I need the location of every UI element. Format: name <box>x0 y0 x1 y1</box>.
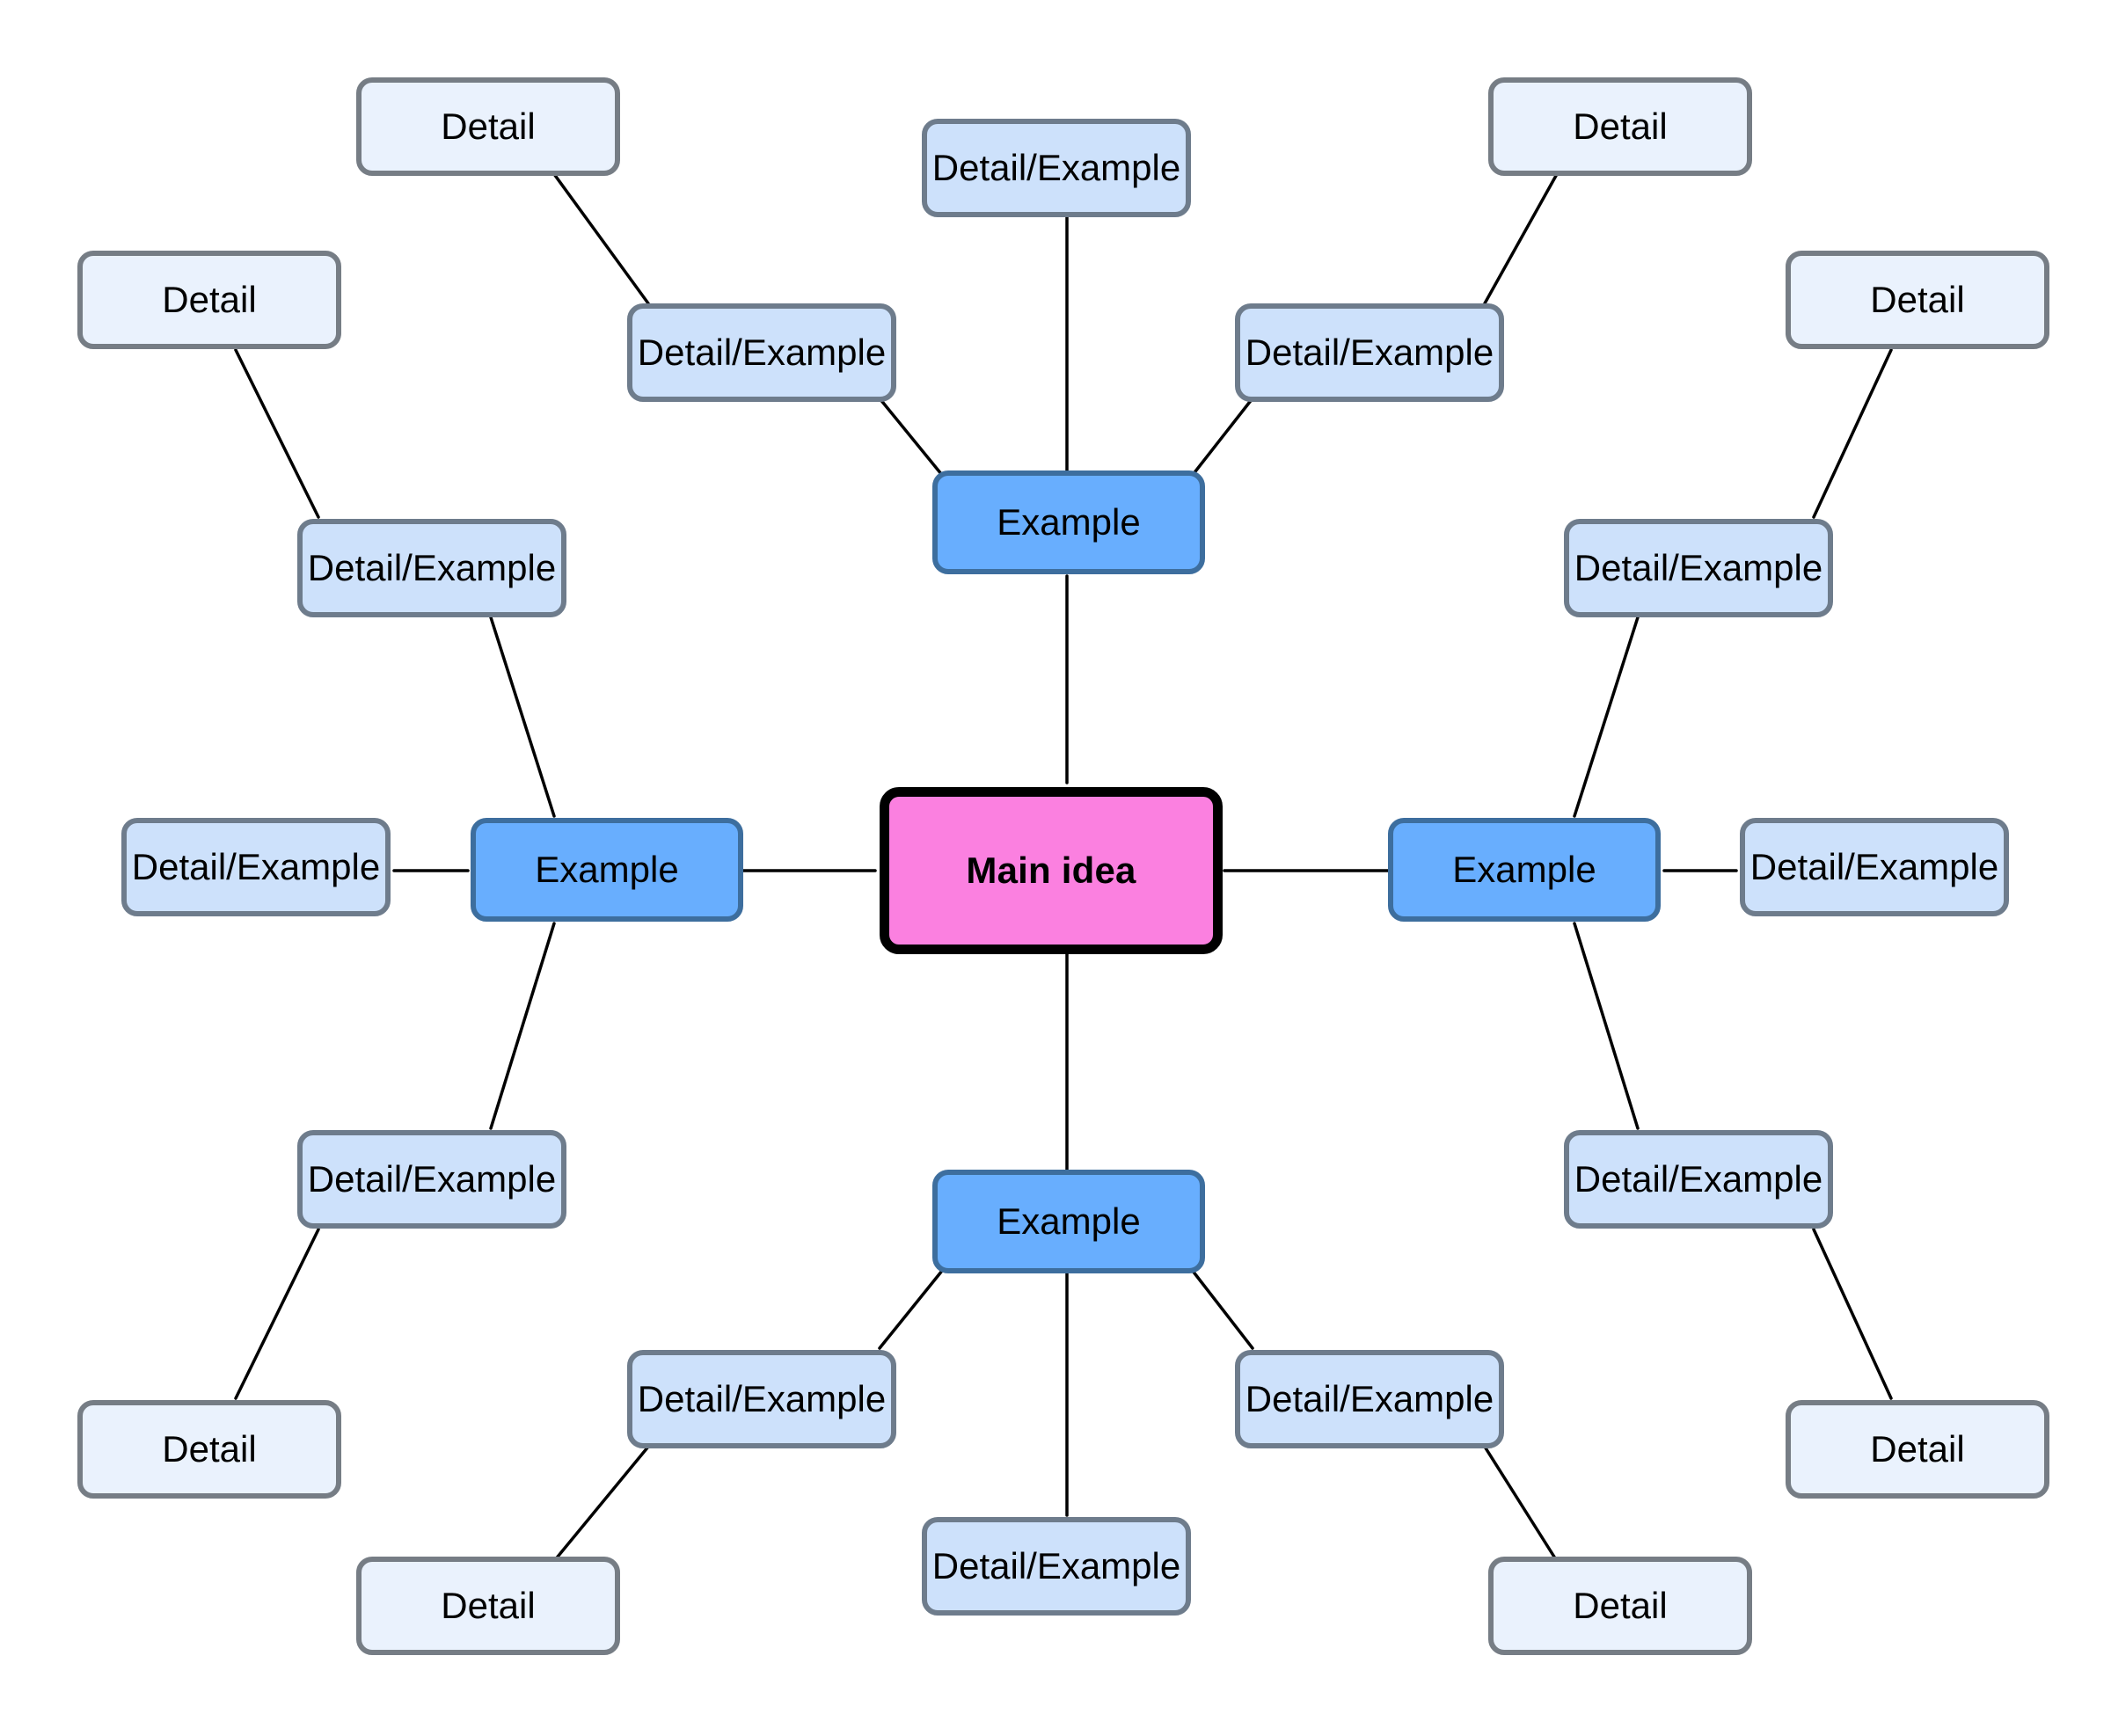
edge-de_left_up-to-d_left_up <box>234 348 320 519</box>
node-de_right_up[interactable]: Detail/Example <box>1564 519 1833 617</box>
edge-ex_top-to-de_top_r <box>1187 397 1254 481</box>
node-ex_left[interactable]: Example <box>471 818 743 922</box>
node-de_top_r[interactable]: Detail/Example <box>1235 303 1504 402</box>
node-de_right_dn[interactable]: Detail/Example <box>1564 1130 1833 1229</box>
edge-de_top_l-to-d_top_l <box>552 172 650 305</box>
node-de_bot_r[interactable]: Detail/Example <box>1235 1350 1504 1448</box>
edge-de_top_r-to-d_top_r <box>1483 172 1559 305</box>
node-d_bot_l[interactable]: Detail <box>356 1557 620 1655</box>
edge-de_bot_r-to-d_bot_r <box>1483 1445 1559 1563</box>
node-d_right_dn[interactable]: Detail <box>1786 1400 2049 1499</box>
node-ex_right[interactable]: Example <box>1388 818 1661 922</box>
edge-ex_left-to-de_left_up <box>489 616 556 818</box>
node-de_top_l[interactable]: Detail/Example <box>627 303 896 402</box>
node-d_top_l[interactable]: Detail <box>356 77 620 176</box>
node-de_bot_l[interactable]: Detail/Example <box>627 1350 896 1448</box>
edge-de_right_up-to-d_right_up <box>1812 348 1893 519</box>
node-d_left_dn[interactable]: Detail <box>77 1400 341 1499</box>
node-de_left_out[interactable]: Detail/Example <box>121 818 391 916</box>
node-main[interactable]: Main idea <box>880 787 1223 954</box>
node-de_right_out[interactable]: Detail/Example <box>1740 818 2009 916</box>
node-ex_bottom[interactable]: Example <box>932 1170 1205 1273</box>
edge-ex_left-to-de_left_dn <box>489 922 556 1130</box>
node-d_left_up[interactable]: Detail <box>77 251 341 349</box>
node-de_left_dn[interactable]: Detail/Example <box>297 1130 566 1229</box>
edge-de_right_dn-to-d_right_dn <box>1812 1228 1893 1400</box>
edge-ex_bottom-to-de_bot_r <box>1187 1265 1254 1350</box>
edge-ex_right-to-de_right_dn <box>1573 922 1640 1130</box>
edge-ex_right-to-de_right_up <box>1573 616 1640 818</box>
node-de_bot_c[interactable]: Detail/Example <box>922 1517 1191 1616</box>
node-de_left_up[interactable]: Detail/Example <box>297 519 566 617</box>
edge-ex_bottom-to-de_bot_l <box>878 1265 947 1350</box>
edge-de_left_dn-to-d_left_dn <box>234 1228 320 1400</box>
node-ex_top[interactable]: Example <box>932 470 1205 574</box>
node-d_right_up[interactable]: Detail <box>1786 251 2049 349</box>
edge-de_bot_l-to-d_bot_l <box>552 1445 650 1563</box>
node-d_top_r[interactable]: Detail <box>1488 77 1752 176</box>
node-d_bot_r[interactable]: Detail <box>1488 1557 1752 1655</box>
node-de_top_c[interactable]: Detail/Example <box>922 119 1191 217</box>
edge-ex_top-to-de_top_l <box>878 397 947 481</box>
